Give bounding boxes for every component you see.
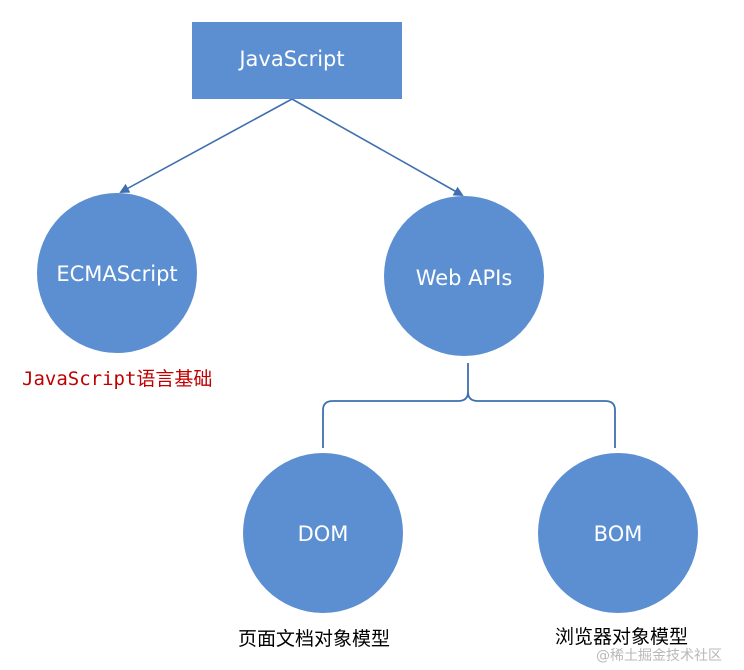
bom-circle — [538, 453, 698, 613]
dom-circle — [243, 453, 403, 613]
javascript-box — [192, 22, 402, 99]
web-apis-text: Web APIs — [416, 266, 513, 290]
javascript-text: JavaScript — [237, 47, 344, 71]
arrow-to-ecmascript — [119, 98, 293, 193]
ecmascript-text: ECMAScript — [56, 262, 177, 286]
dom-text: DOM — [298, 522, 349, 546]
arrow-to-web-apis — [291, 98, 464, 196]
brace-connector — [322, 363, 616, 448]
bom-text: BOM — [594, 522, 643, 546]
ecmascript-circle — [37, 193, 197, 353]
web-apis-circle — [384, 196, 544, 356]
ecmascript-description: JavaScript语言基础 — [22, 368, 213, 390]
watermark: @稀土掘金技术社区 — [596, 648, 722, 664]
bom-description: 浏览器对象模型 — [555, 626, 689, 648]
dom-description: 页面文档对象模型 — [238, 628, 391, 650]
